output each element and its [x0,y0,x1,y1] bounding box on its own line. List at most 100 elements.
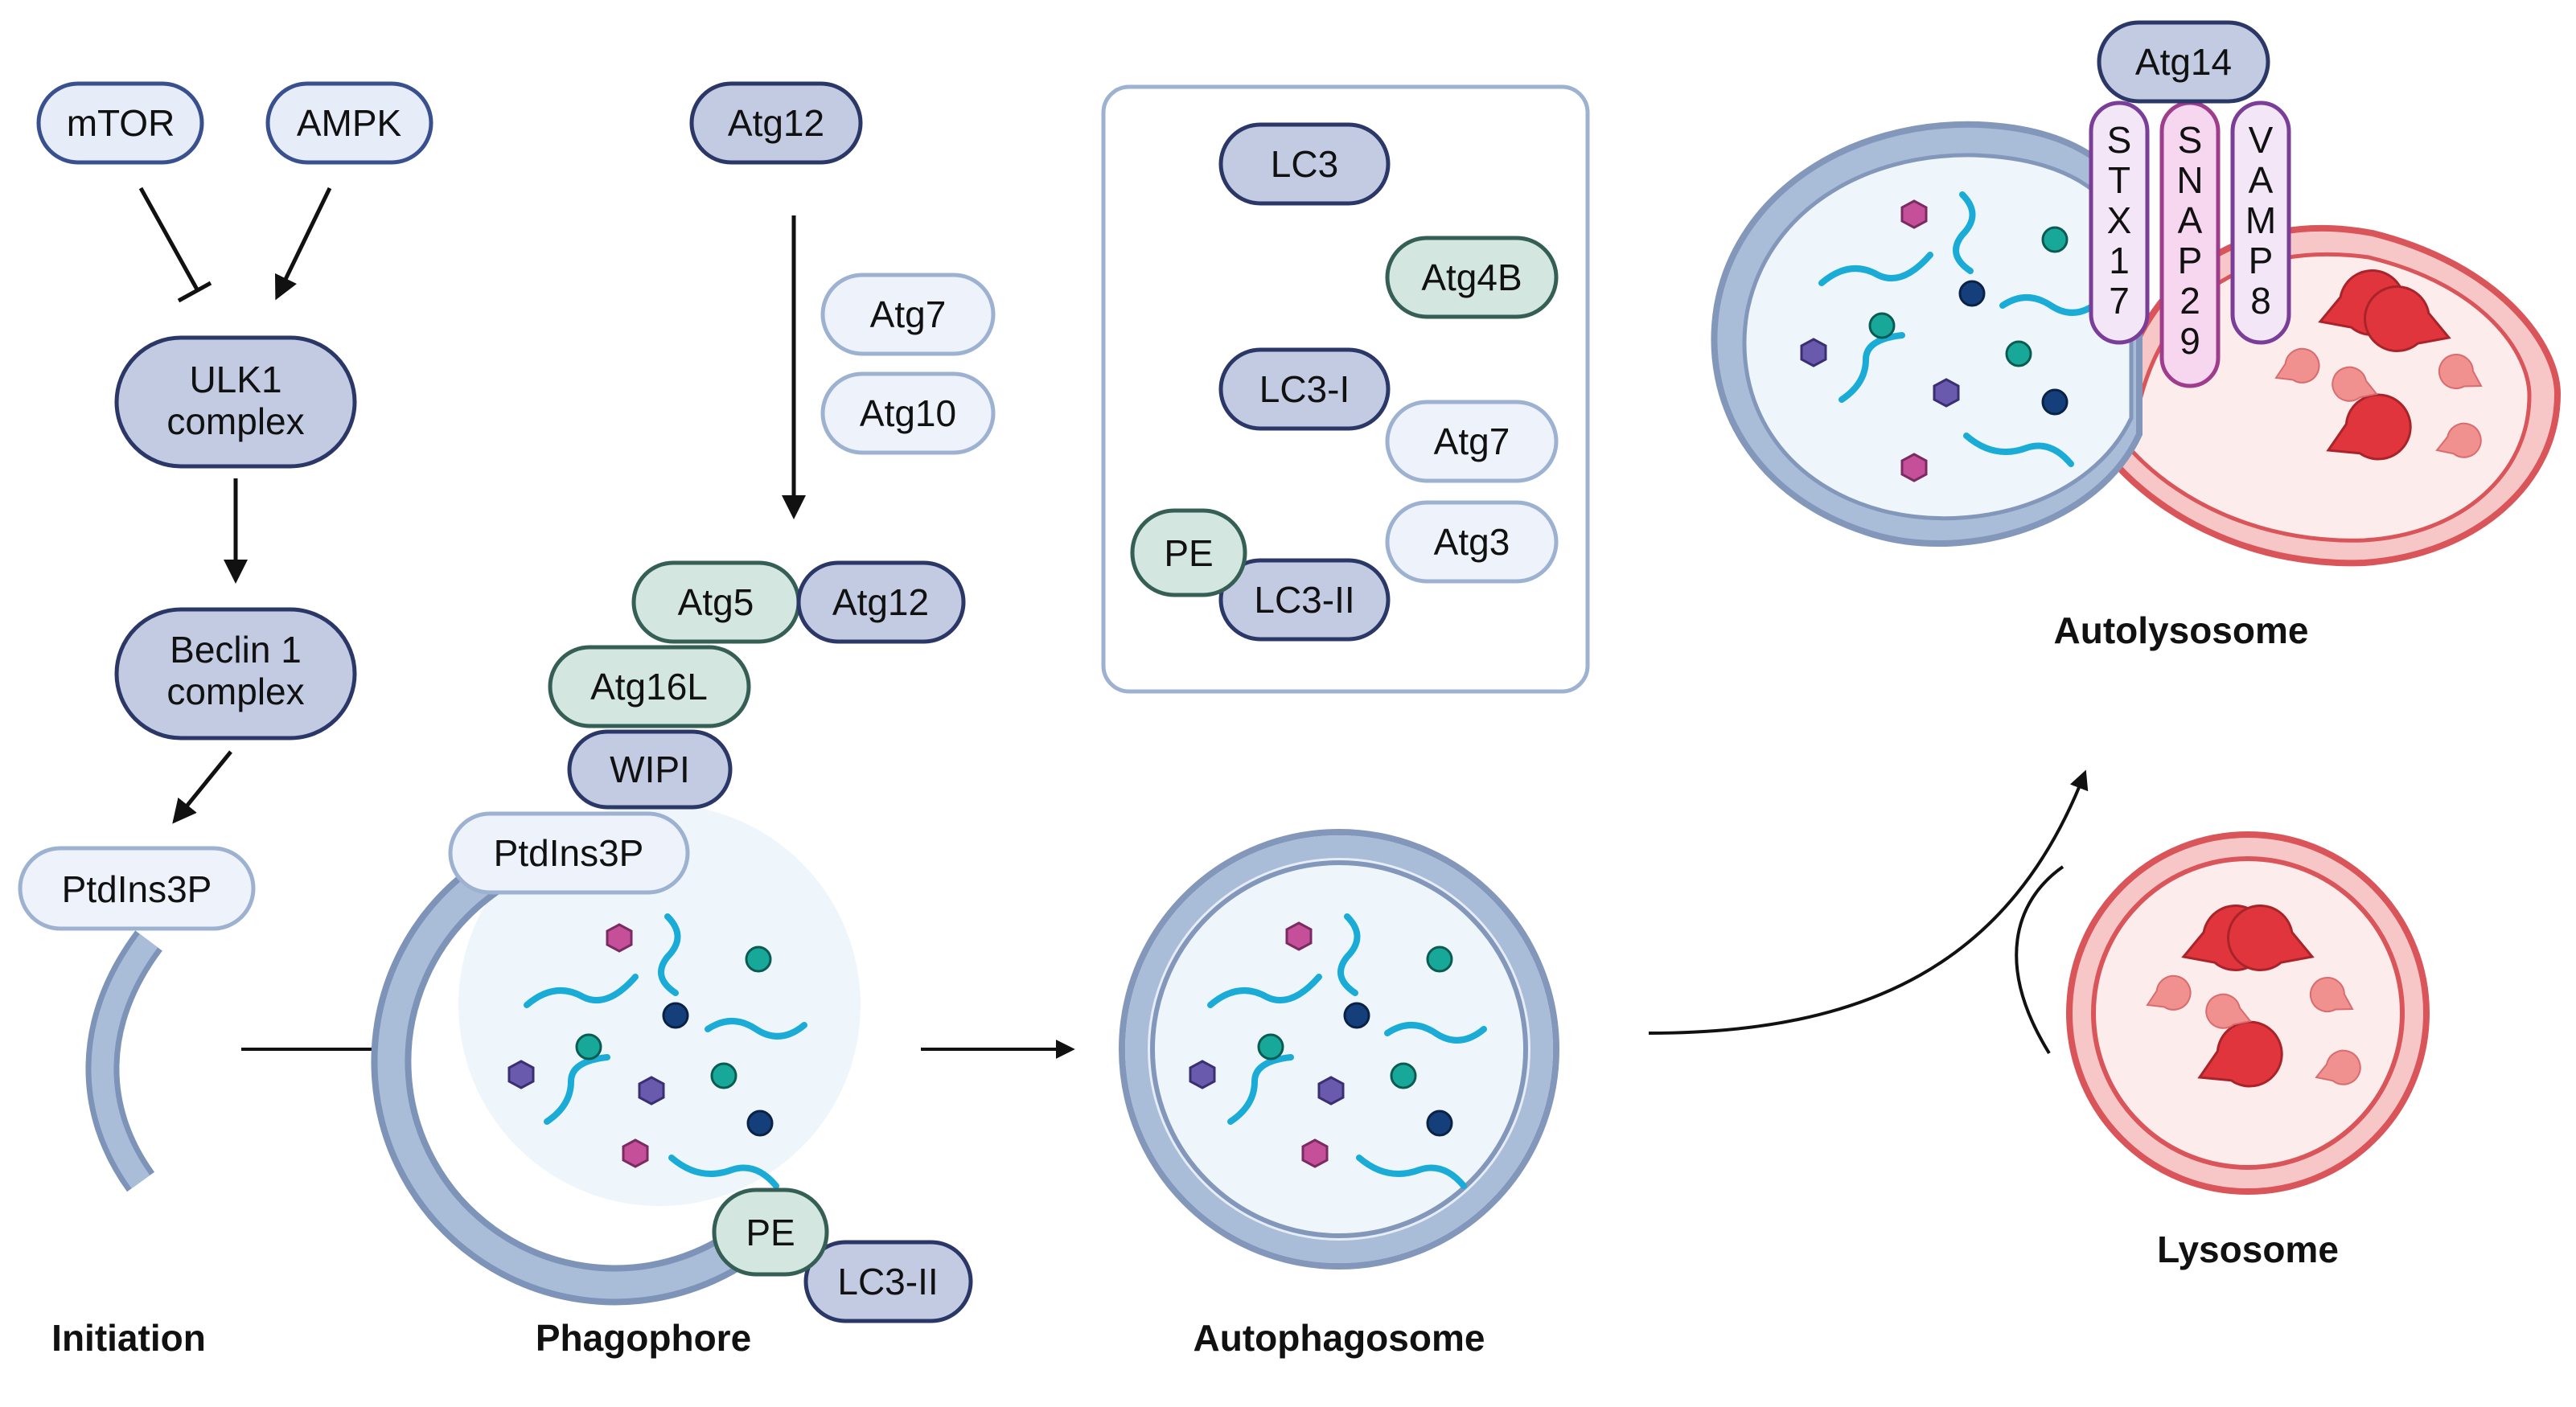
beclin-label-line1: Beclin 1 [170,629,302,671]
mtor-pill [36,81,204,165]
vamp8-letter: P [2249,240,2274,281]
stx17-letter: S [2107,119,2132,161]
cargo-strand [1384,1022,1487,1044]
atg7-label: Atg7 [870,293,947,335]
atg10-label: Atg10 [860,392,956,434]
cargo-protein [1800,338,1827,367]
vamp8-letter: A [2249,159,2274,201]
atg7-pill [820,273,996,356]
phagophore-membrane-inner [377,831,782,1299]
wipi-label: WIPI [610,749,690,790]
cargo-vesicle [1426,1110,1453,1137]
cargo-vesicle [1868,312,1896,339]
signaling-pathway: mTOR AMPK ULK1 complex Beclin 1 complex … [18,81,433,931]
lc3ii-phagophore-pill [803,1240,973,1323]
cargo-protein [1900,453,1928,482]
cargo-strand [544,1054,610,1125]
atg4b-pill [1385,236,1559,319]
cargo-vesicle [575,1033,602,1060]
vamp8-letter: V [2249,119,2274,161]
atg14-label: Atg14 [2135,41,2232,83]
cargo-strand [1839,332,1905,403]
ulk1-label-line1: ULK1 [189,359,281,400]
arrows [138,187,2089,1059]
lc3ii-phagophore-label: LC3-II [837,1261,938,1302]
cargo-vesicle [1343,1002,1370,1029]
stx17-letter: X [2107,199,2132,241]
ampk-label: AMPK [297,102,402,144]
autolysosome-cargo [1800,191,2102,482]
cargo-strand [1337,913,1361,996]
cargo-vesicle [710,1062,737,1089]
cargo-protein [1900,199,1928,229]
pe-panel-pill [1130,508,1247,597]
cargo-protein [1189,1060,1216,1089]
lc3-pill [1218,122,1391,206]
vamp8-letter: 8 [2250,280,2271,322]
cargo-strand [705,1018,807,1040]
autophagosome-membrane-band [1125,835,1553,1263]
vamp8-bar [2230,100,2291,345]
initiation-label: Initiation [51,1317,206,1359]
cargo-strand [1999,294,2102,316]
atg10-pill [820,371,996,455]
pe-phagophore-label: PE [746,1212,795,1253]
ptdins3p-pill [18,846,256,931]
snap29-letter: A [2178,199,2203,241]
cargo-protein [1933,378,1960,408]
atg5-label: Atg5 [678,581,754,623]
cargo-strand [1953,191,1976,274]
autophagosome-label: Autophagosome [1194,1317,1485,1359]
cargo-vesicle [2041,388,2069,416]
cargo-vesicle [1390,1062,1417,1089]
autophagosome-cargo [1189,913,1487,1189]
cargo-strand [1207,974,1322,1008]
stx17-bar [2089,100,2150,345]
cargo-strand [524,974,639,1008]
lc3-label: LC3 [1271,143,1338,185]
atg12-top-label: Atg12 [728,102,824,144]
ampk-pill [265,81,433,165]
phagophore: PtdIns3P WIPI Atg16L Atg5 Atg12 LC3-II P… [371,560,973,1323]
atg16l-pill [548,645,751,728]
vamp8-letter: M [2245,199,2276,241]
stx17-letter: T [2108,159,2130,201]
snap29-letter: 2 [2180,280,2200,322]
cargo-protein [622,1138,649,1168]
lc3-ii-label: LC3-II [1254,579,1354,621]
cargo-strand [1356,1155,1467,1189]
lc3-i-label: LC3-I [1259,368,1350,410]
atg12-conjugation: Atg12 Atg7 Atg10 [689,81,996,455]
cargo-vesicle [746,1110,774,1137]
mtor-inhibit-line [138,187,199,291]
cargo-vesicle [1426,946,1453,973]
beclin1-complex-pill [114,607,357,740]
cargo-strand [1818,252,1933,286]
pe-phagophore-pill [712,1188,829,1277]
ulk1-label-line2: complex [166,400,304,442]
autolysosome-autophagosome-inner [1742,153,2134,521]
atg7-panel-label: Atg7 [1434,420,1510,462]
lysosome-fusion-line [2015,865,2064,1055]
beclin-to-ptdins-arrow [172,750,232,824]
ptdins3p-label: PtdIns3P [62,868,212,910]
cargo-vesicle [1257,1033,1284,1060]
lysosome-label: Lysosome [2157,1229,2339,1270]
cargo-vesicle [1958,280,1986,307]
phagophore-lumen [458,804,861,1206]
atg12-top-pill [689,81,863,165]
cargo-protein [606,923,633,953]
atg3-pill [1385,500,1559,584]
stx17-letter: 7 [2109,280,2130,322]
cargo-strand [1227,1054,1294,1125]
cargo-strand [1963,433,2074,467]
cargo-protein [507,1060,535,1089]
pe-panel-label: PE [1164,532,1213,574]
snap29-letter: P [2178,240,2203,281]
cargo-protein [1285,921,1313,951]
atg16l-label: Atg16L [590,666,708,708]
